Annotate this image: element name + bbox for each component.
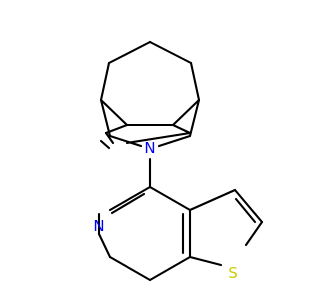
bond xyxy=(188,255,223,267)
bond xyxy=(188,188,237,212)
bond xyxy=(108,185,152,212)
bond xyxy=(188,98,201,138)
bond xyxy=(107,40,152,65)
bond xyxy=(244,220,264,247)
bond xyxy=(99,98,129,127)
bond xyxy=(99,139,111,150)
bond xyxy=(157,134,192,148)
sulfur-label: S xyxy=(228,264,238,282)
bond xyxy=(97,232,112,259)
bond xyxy=(171,123,192,135)
pyridine-ring xyxy=(97,185,192,282)
bond xyxy=(233,188,264,224)
thiophene-ring xyxy=(188,188,264,267)
cyclopentane-ring xyxy=(99,40,201,127)
bond xyxy=(108,134,143,148)
bond xyxy=(148,255,192,282)
bond xyxy=(234,197,257,224)
molecule-structure: N N S xyxy=(93,40,264,282)
pyridine-nitrogen-label: N xyxy=(93,217,104,235)
bond xyxy=(104,131,115,145)
amine-nitrogen-label: N xyxy=(144,139,155,157)
bond xyxy=(99,98,112,138)
bond xyxy=(148,40,193,65)
bond xyxy=(171,98,201,127)
bond xyxy=(110,192,146,215)
bond xyxy=(189,61,201,102)
bond xyxy=(148,185,192,212)
bond xyxy=(108,255,152,282)
bond xyxy=(125,131,192,145)
pyrrolidine-ring xyxy=(99,123,192,150)
pyrrolidine-ring-accurate xyxy=(99,98,201,148)
bond xyxy=(99,61,111,102)
